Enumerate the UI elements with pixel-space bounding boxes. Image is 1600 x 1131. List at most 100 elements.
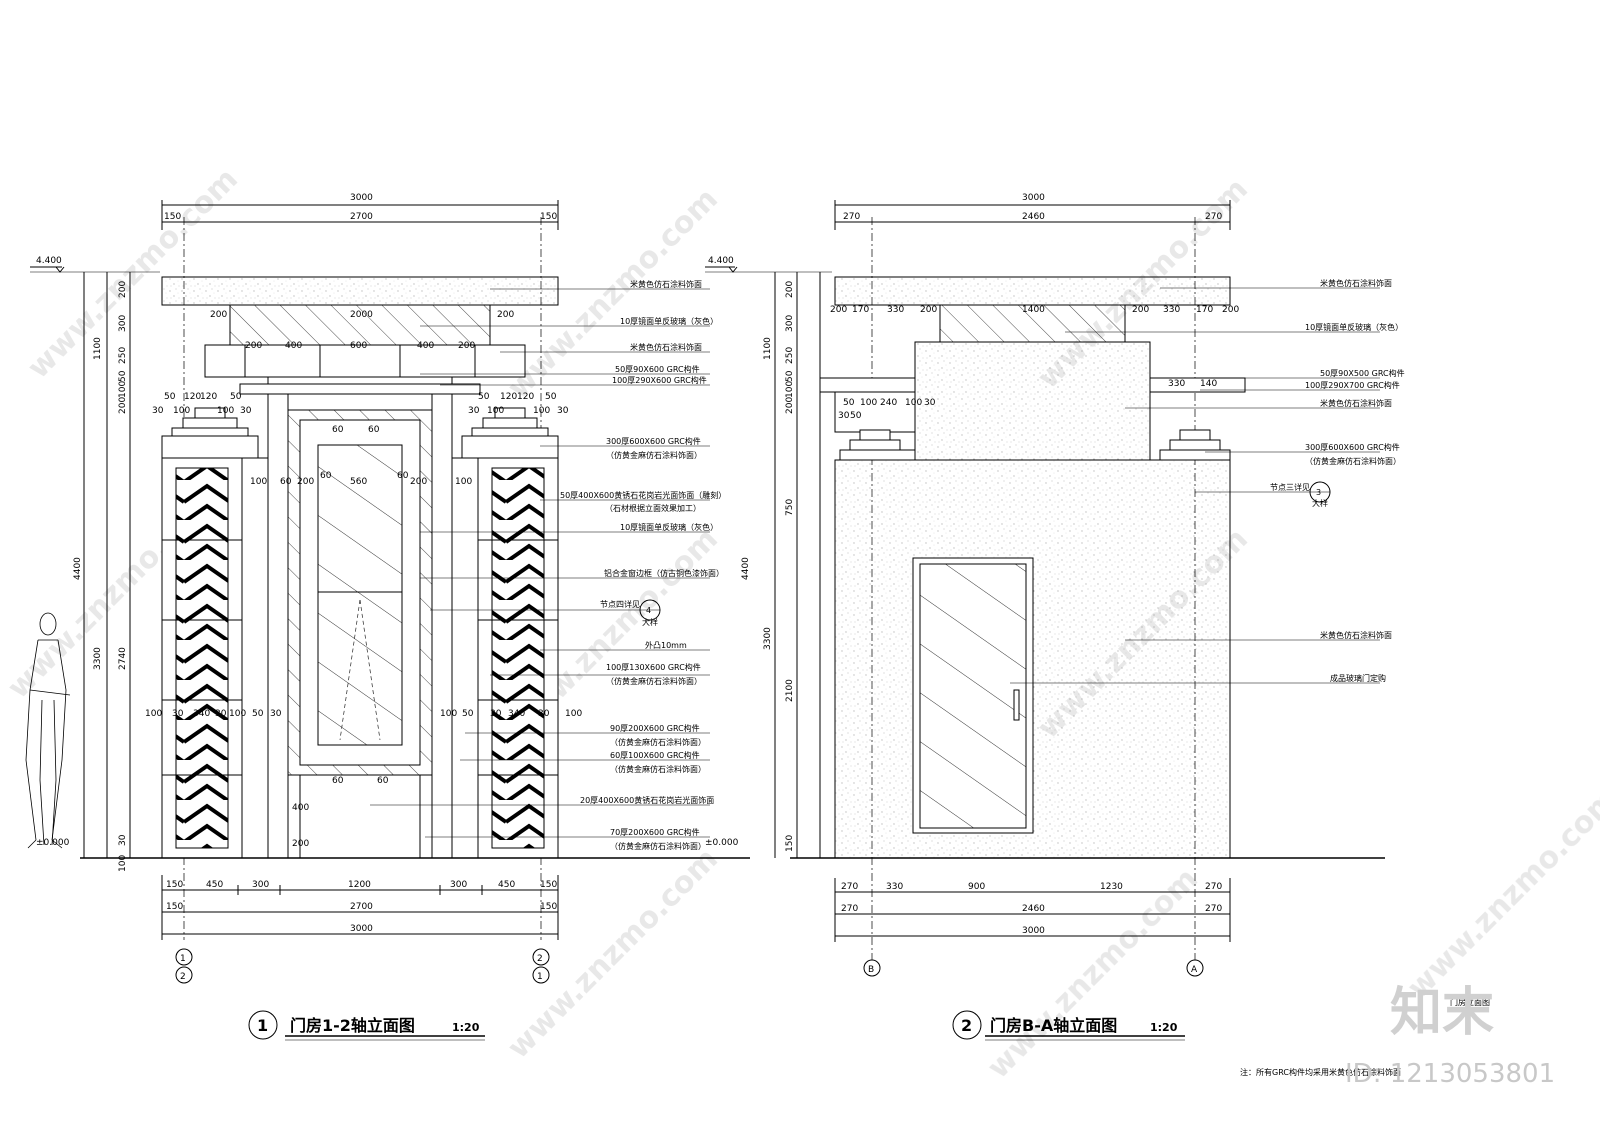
dim-text: 170 <box>1196 305 1213 315</box>
dim-text: 200 <box>830 305 847 315</box>
dim-text: 30 <box>215 709 227 719</box>
dim-text: 50 <box>164 392 176 402</box>
dim-text: 100 <box>173 406 190 416</box>
dim-text: 50 <box>118 370 128 382</box>
dim-text: 270 <box>1205 882 1222 892</box>
right-elevation <box>705 200 1385 977</box>
dim-text: 3000 <box>1022 926 1045 936</box>
note-text: （石材根据立面效果加工） <box>605 503 701 513</box>
dim-text: 340 <box>508 709 525 719</box>
dim-text: 200 <box>785 281 795 298</box>
dim-text: 200 <box>497 310 514 320</box>
dim-text: 120 <box>200 392 217 402</box>
note-text: 100厚130X600 GRC构件 <box>606 662 701 672</box>
dim-text: 330 <box>1168 379 1185 389</box>
dim-text: 3300 <box>763 627 773 650</box>
dim-text: 4400 <box>741 557 751 580</box>
dim-text: 60 <box>332 776 344 786</box>
dim-text: 170 <box>852 305 869 315</box>
dim-text: 50 <box>545 392 557 402</box>
node-ref-num: 4 <box>646 606 651 615</box>
dim-text: 2460 <box>1022 212 1045 222</box>
title-circle <box>248 1010 278 1040</box>
note-text: 10厚镜面单反玻璃（灰色） <box>620 316 718 326</box>
dim-text: 400 <box>292 803 309 813</box>
dim-text: 1100 <box>763 337 773 360</box>
dim-text: 60 <box>280 477 292 487</box>
axis-label: 1 <box>537 972 543 982</box>
dim-text: 100 <box>145 709 162 719</box>
note-text: 300厚600X600 GRC构件 <box>606 436 701 446</box>
dim-text: 270 <box>841 904 858 914</box>
dim-text: 60 <box>320 471 332 481</box>
dim-text: 60 <box>397 471 409 481</box>
dim-text: 30 <box>490 709 502 719</box>
left-labels: 3000 150 2700 150 200 2000 200 200 400 6… <box>36 193 739 1041</box>
dim-text: 60 <box>332 425 344 435</box>
dim-text: 270 <box>1205 212 1222 222</box>
dim-text: 200 <box>410 477 427 487</box>
watermark-logo: 知末 <box>1390 983 1494 1043</box>
dim-text: 100 <box>905 398 922 408</box>
note-text: 成品玻璃门定购 <box>1330 673 1386 683</box>
dim-text: 2700 <box>350 902 373 912</box>
title-circle-num: 1 <box>257 1016 268 1035</box>
roof-slab <box>161 276 559 306</box>
left-elevation <box>25 200 750 984</box>
dim-text: 50 <box>843 398 855 408</box>
note-text: 节点三详见 <box>1270 482 1310 492</box>
footer-note: 注：所有GRC构件均采用米黄色仿石涂料饰面 <box>1240 1067 1401 1077</box>
watermark-id: ID: 1213053801 <box>1345 1059 1555 1089</box>
node-ref-num: 3 <box>1316 488 1321 497</box>
dim-text: 50 <box>230 392 242 402</box>
dim-text: 270 <box>843 212 860 222</box>
axis-label: 2 <box>180 972 186 982</box>
dim-text: 2000 <box>350 310 373 320</box>
note-text: （仿黄金麻仿石涂料饰面） <box>606 450 702 460</box>
dim-text: 200 <box>920 305 937 315</box>
dim-text: 340 <box>193 709 210 719</box>
note-text: 米黄色仿石涂料饰面 <box>1320 278 1392 288</box>
note-text: 米黄色仿石涂料饰面 <box>1320 630 1392 640</box>
dim-text: 100 <box>118 855 128 872</box>
dim-text: 3000 <box>350 193 373 203</box>
right-scale: 1:20 <box>1150 1021 1178 1034</box>
watermark-text: www.znzmo.com <box>981 862 1205 1086</box>
dim-text: 200 <box>1132 305 1149 315</box>
dim-text: 100 <box>455 477 472 487</box>
note-text: 60厚100X600 GRC构件 <box>610 750 700 760</box>
dim-text: 50 <box>850 411 862 421</box>
note-text: 70厚200X600 GRC构件 <box>610 827 700 837</box>
dim-text: 150 <box>540 902 557 912</box>
note-text: （仿黄金麻仿石涂料饰面） <box>610 841 706 851</box>
dim-text: 200 <box>245 341 262 351</box>
dim-text: 50 <box>478 392 490 402</box>
note-text: 外凸10mm <box>645 640 687 650</box>
dim-text: 200 <box>292 839 309 849</box>
dim-text: 330 <box>887 305 904 315</box>
dim-text: 100 <box>229 709 246 719</box>
dim-text: 270 <box>1205 904 1222 914</box>
note-text: 100厚290X700 GRC构件 <box>1305 380 1400 390</box>
dim-text: 270 <box>841 882 858 892</box>
note-text: 10厚镜面单反玻璃（灰色） <box>1305 322 1403 332</box>
note-text: 100厚290X600 GRC构件 <box>612 375 707 385</box>
dim-text: 1400 <box>1022 305 1045 315</box>
dim-text: 60 <box>368 425 380 435</box>
note-text: 节点四详见 <box>600 599 640 609</box>
dim-text: 200 <box>297 477 314 487</box>
dim-text: 150 <box>166 902 183 912</box>
dim-text: 120 <box>517 392 534 402</box>
dim-text: 50 <box>785 370 795 382</box>
node-ref-sub: 大样 <box>1312 498 1328 508</box>
dim-text: 200 <box>118 397 128 414</box>
dim-text: 400 <box>417 341 434 351</box>
axis-label: A <box>1191 965 1198 975</box>
dim-text: 140 <box>1200 379 1217 389</box>
watermark-text: www.znzmo.com <box>1401 782 1600 1006</box>
dim-text: 30 <box>468 406 480 416</box>
footer-tag: 门房立面图 <box>1450 997 1490 1007</box>
dim-text: 150 <box>785 835 795 852</box>
note-text: 米黄色仿石涂料饰面 <box>1320 398 1392 408</box>
